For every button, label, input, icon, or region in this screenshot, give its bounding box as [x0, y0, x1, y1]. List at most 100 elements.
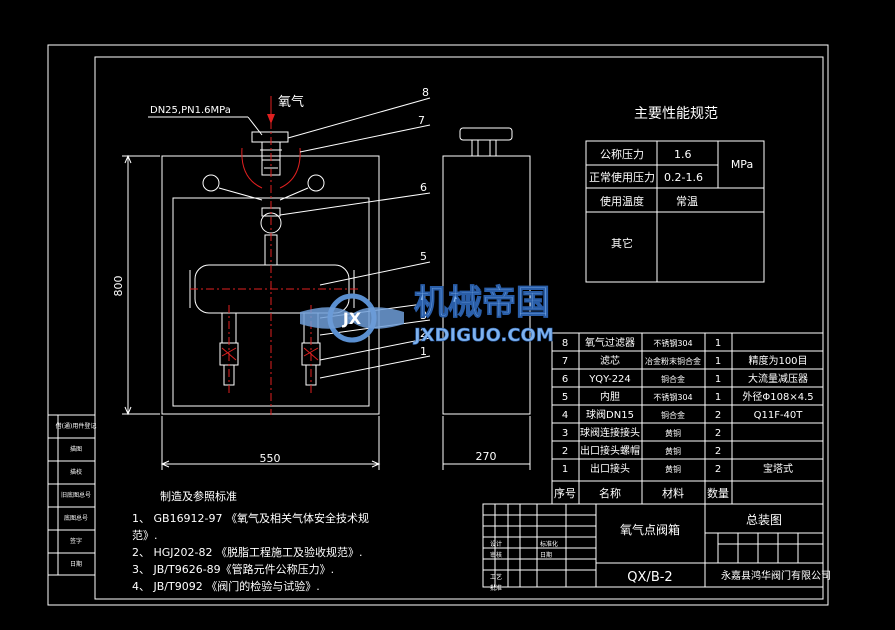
- parts-cell-note: Q11F-40T: [754, 410, 804, 421]
- tb-small-label: 工艺: [490, 573, 502, 581]
- spec-value: 常温: [676, 195, 698, 208]
- parts-cell-qty: 2: [715, 446, 721, 457]
- callout-number: 8: [422, 86, 429, 99]
- parts-header-name: 名称: [599, 486, 621, 500]
- watermark-main: 机械帝国: [414, 283, 550, 323]
- company-name: 永嘉县鸿华阀门有限公司: [721, 569, 831, 582]
- title-block: [482, 503, 824, 588]
- parts-cell-qty: 1: [715, 338, 721, 349]
- watermark-logo: JX: [300, 293, 404, 343]
- parts-cell-name: 球阀DN15: [586, 408, 634, 421]
- left-strip: 借(通)用件登记 描图 描校 旧底图总号 底图总号 签字 日期: [47, 414, 97, 576]
- parts-cell-name: YQY-224: [588, 374, 631, 385]
- standard-item: 1、 GB16912-97 《氧气及相关气体安全技术规: [132, 511, 369, 525]
- callout-number: 6: [420, 181, 427, 194]
- parts-cell-name: 内胆: [600, 390, 620, 403]
- dimension-lines: [122, 154, 531, 470]
- standard-item: 4、 JB/T9092 《阀门的检验与试验》.: [132, 579, 320, 593]
- parts-cell-material: 冶金粉末铜合金: [645, 356, 701, 366]
- parts-cell-qty: 1: [715, 392, 721, 403]
- parts-cell-name: 氧气过滤器: [585, 336, 635, 349]
- spec-value: 0.2-1.6: [664, 171, 703, 184]
- drawing-code: QX/B-2: [627, 570, 672, 585]
- front-view: [161, 96, 380, 415]
- spec-table: [585, 140, 765, 283]
- parts-cell-material: 黄铜: [665, 464, 681, 474]
- drawing-type: 总装图: [746, 513, 782, 527]
- standards-title: 制造及参照标准: [160, 489, 237, 503]
- watermark-letters: JX: [342, 309, 362, 328]
- parts-cell-material: 黄铜: [665, 446, 681, 456]
- watermark-sub: JXDIGUO.COM: [412, 325, 554, 346]
- parts-cell-qty: 2: [715, 410, 721, 421]
- parts-cell-qty: 1: [715, 374, 721, 385]
- parts-cell-qty: 2: [715, 464, 721, 475]
- spec-label: 正常使用压力: [589, 171, 655, 184]
- parts-header-material: 材料: [662, 486, 684, 500]
- gas-label: 氧气: [278, 94, 304, 110]
- strip-label: 旧底图总号: [61, 491, 91, 499]
- parts-cell-no: 5: [562, 392, 568, 403]
- standard-item: 3、 JB/T9626-89《管路元件公称压力》.: [132, 562, 334, 576]
- parts-cell-material: 铜合金: [661, 374, 685, 384]
- callout-number: 3: [420, 309, 427, 322]
- inner-frame: [94, 56, 824, 600]
- parts-cell-name: 滤芯: [600, 354, 620, 367]
- parts-cell-material: 黄铜: [665, 428, 681, 438]
- parts-cell-name: 出口接头: [590, 462, 630, 475]
- parts-cell-note: 外径Φ108×4.5: [742, 390, 813, 403]
- callout-number: 5: [420, 250, 427, 263]
- spec-table-title: 主要性能规范: [634, 105, 718, 122]
- outer-frame: [47, 44, 829, 606]
- spec-label: 其它: [611, 236, 633, 250]
- parts-cell-name: 出口接头螺帽: [580, 444, 640, 457]
- parts-cell-material: 不锈钢304: [653, 392, 692, 402]
- callout-number: 2: [420, 327, 427, 340]
- spec-value: 1.6: [674, 148, 692, 161]
- strip-label: 底图总号: [64, 514, 88, 522]
- parts-cell-qty: 1: [715, 356, 721, 367]
- standard-item: 2、 HGJ202-82 《脱脂工程施工及验收规范》.: [132, 545, 363, 559]
- spec-unit: MPa: [731, 158, 753, 171]
- tb-small-label: 日期: [540, 551, 552, 559]
- parts-table: [551, 332, 823, 504]
- standard-item: 范》.: [132, 528, 158, 542]
- parts-cell-qty: 2: [715, 428, 721, 439]
- tb-small-label: 审核: [490, 551, 502, 559]
- parts-cell-material: 不锈钢304: [653, 338, 692, 348]
- parts-cell-no: 1: [562, 464, 568, 475]
- tb-small-label: 批准: [490, 584, 502, 592]
- parts-cell-no: 7: [562, 356, 568, 367]
- parts-cell-no: 2: [562, 446, 568, 457]
- parts-cell-note: 宝塔式: [763, 462, 793, 475]
- parts-cell-note: 大流量减压器: [748, 372, 808, 385]
- pipe-spec-label: DN25,PN1.6MPa: [150, 105, 231, 116]
- strip-label: 描图: [70, 445, 82, 453]
- strip-label: 签字: [70, 537, 82, 545]
- tb-small-label: 设计: [490, 540, 502, 548]
- spec-label: 使用温度: [600, 194, 644, 208]
- spec-label: 公称压力: [600, 147, 644, 161]
- parts-header-no: 序号: [554, 486, 576, 500]
- callout-number: 4: [420, 292, 427, 305]
- strip-label: 借(通)用件登记: [56, 422, 97, 430]
- callout-number: 1: [420, 345, 427, 358]
- product-name: 氧气点阀箱: [620, 522, 680, 537]
- parts-cell-no: 6: [562, 374, 568, 385]
- dim-width: 550: [260, 452, 281, 465]
- parts-cell-name: 球阀连接接头: [580, 426, 640, 439]
- side-view: [442, 127, 531, 415]
- tb-small-label: 标准化: [540, 540, 558, 548]
- callout-leaders: [279, 97, 431, 379]
- parts-cell-no: 4: [562, 410, 568, 421]
- strip-label: 日期: [70, 560, 82, 568]
- parts-header-qty: 数量: [707, 487, 729, 500]
- dim-height: 800: [112, 276, 125, 297]
- strip-label: 描校: [70, 468, 82, 476]
- dim-side: 270: [476, 450, 497, 463]
- parts-cell-material: 铜合金: [661, 410, 685, 420]
- callout-number: 7: [418, 114, 425, 127]
- parts-cell-note: 精度为100目: [748, 354, 807, 367]
